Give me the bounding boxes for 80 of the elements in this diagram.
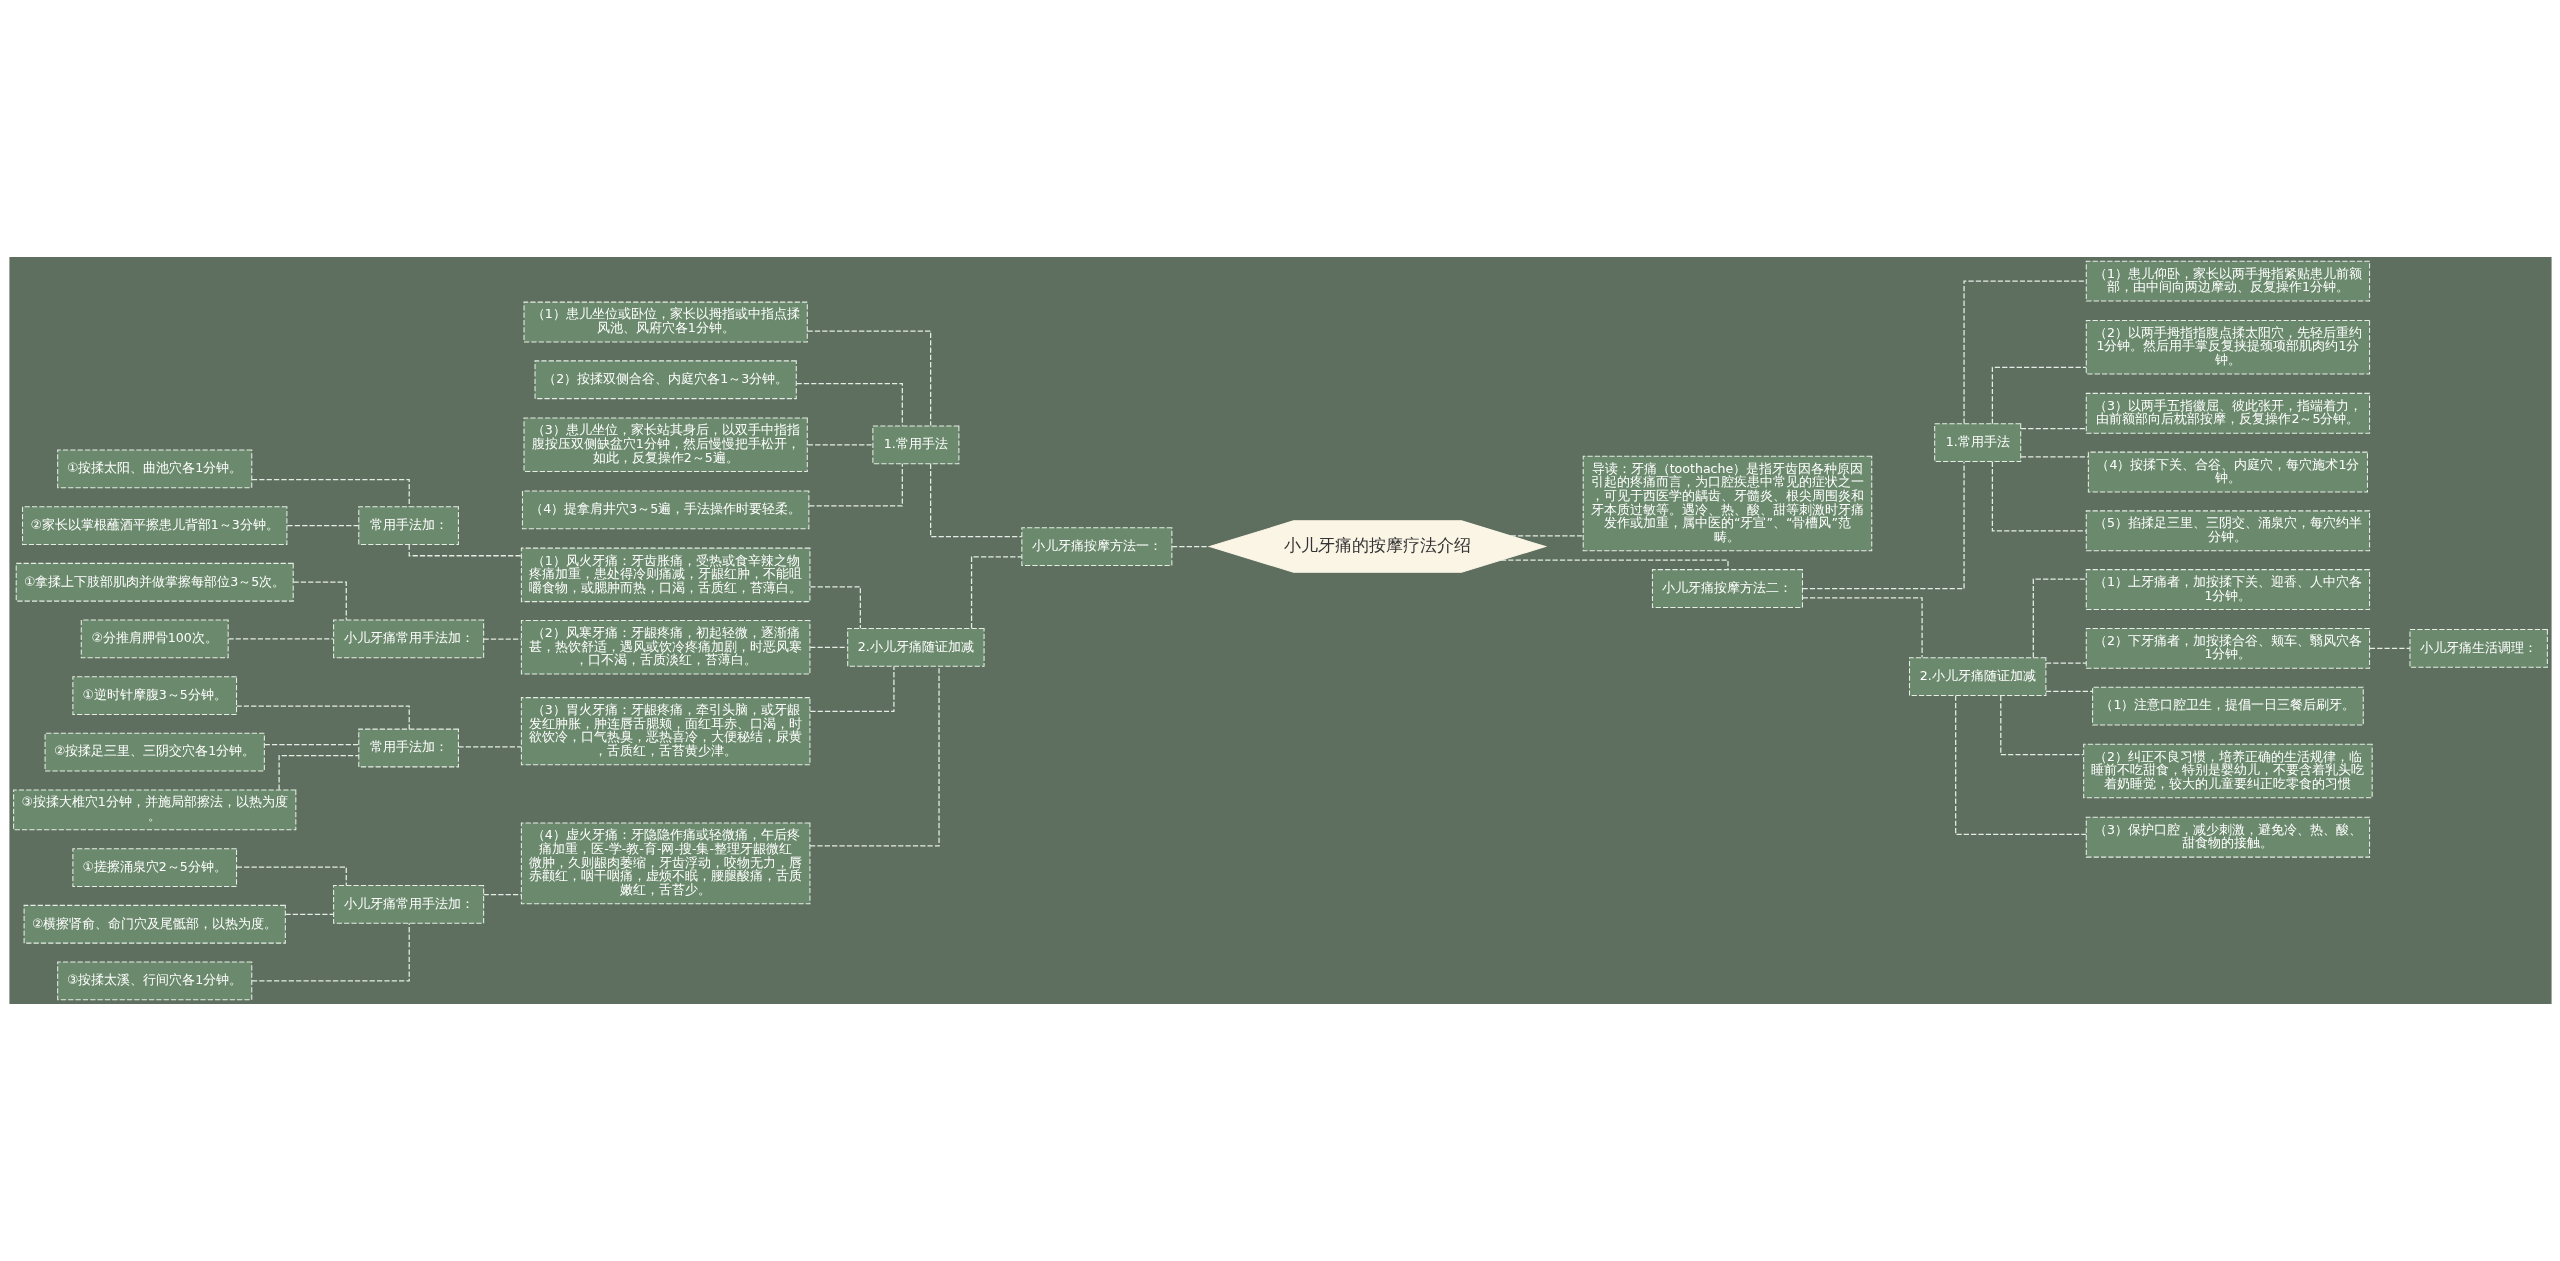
connector (286, 524, 359, 527)
connector (284, 913, 334, 915)
node-box: （2）以两手拇指指腹点揉太阳穴，先轻后重约1分钟。然后用手掌反复挟提颈项部肌肉约1分钟。 (2085, 319, 2370, 375)
node-box: 常用手法加： (357, 728, 459, 768)
connector (235, 866, 347, 886)
connector (809, 586, 861, 629)
node-box: 小儿牙痛常用手法加： (332, 619, 484, 659)
node-box: ①逆时针摩腹3～5分钟。 (71, 676, 237, 715)
node-box: ②横擦肾俞、命门穴及尾骶部，以热为度。 (23, 904, 286, 944)
node-box: （3）保护口腔，减少刺激，避免冷、热、酸、甜食物的接触。 (2085, 816, 2370, 858)
node-box: （4）虚火牙痛：牙隐隐作痛或轻微痛，午后疼痛加重，医-学-教-育-网-搜-集-整理牙龈微红微肿，久则龈肉萎缩，牙齿浮动，咬物无力，唇赤颧红，咽干咽痛，虚烦不眠，腰腿酸痛，舌质嫩红，舌苔少。 (520, 822, 810, 905)
node-box: 小儿牙痛按摩方法一： (1020, 527, 1172, 566)
connector (808, 665, 940, 847)
node-box: （1）患儿坐位或卧位，家长以拇指或中指点揉风池、风府穴各1分钟。 (523, 301, 808, 343)
connector (809, 646, 848, 648)
connector (1801, 461, 1965, 590)
connector (278, 755, 359, 791)
connector (795, 383, 903, 427)
node-box: 1.常用手法 (871, 425, 959, 465)
node-box: ①按揉太阳、曲池穴各1分钟。 (56, 449, 252, 489)
node-box: （4）提拿肩井穴3～5遍，手法操作时要轻柔。 (521, 490, 809, 530)
connector (2019, 456, 2089, 458)
connector (1499, 559, 1729, 571)
node-box: ③按揉大椎穴1分钟，并施局部擦法，以热为度。 (12, 789, 296, 831)
node-box: （2）按揉双侧合谷、内庭穴各1～3分钟。 (534, 360, 797, 400)
node-box: ①拿揉上下肢部肌肉并做掌擦每部位3～5次。 (15, 562, 294, 602)
node-box: ②家长以掌根蘸酒平擦患儿背部1～3分钟。 (21, 506, 287, 545)
connector (1801, 597, 1923, 659)
node-box: （3）以两手五指徽屈、彼此张开，指端着力，由前额部向后枕部按摩，反复操作2～5分钟。 (2085, 392, 2370, 434)
connector (1991, 366, 2087, 425)
node-box: 2.小儿牙痛随证加减 (1908, 657, 2046, 697)
connector (250, 479, 410, 508)
node-box: 常用手法加： (357, 506, 459, 545)
connector (408, 543, 522, 557)
connector (970, 556, 1022, 629)
connector (227, 638, 334, 640)
node-box: （5）掐揉足三里、三阴交、涌泉穴，每穴约半分钟。 (2085, 510, 2370, 552)
connector (2044, 662, 2087, 664)
connector (806, 330, 931, 427)
node-box: ②按揉足三里、三阴交穴各1分钟。 (44, 732, 265, 772)
connector (1962, 280, 2087, 425)
node-box: （2）下牙痛者，加按揉合谷、颊车、翳风穴各1分钟。 (2085, 627, 2370, 669)
connector (457, 746, 522, 748)
connector (292, 581, 347, 621)
connector (235, 705, 410, 730)
connector (482, 894, 522, 896)
node-box: （1）风火牙痛：牙齿胀痛，受热或食辛辣之物疼痛加重，患处得冷则痛减，牙龈红肿，不能咀嚼食物，或腮肿而热，口渴，舌质红，苔薄白。 (520, 547, 810, 603)
connector (482, 638, 522, 640)
node-box: 1.常用手法 (1933, 423, 2021, 463)
connector (2019, 427, 2087, 430)
connector (806, 444, 873, 446)
connector (2032, 578, 2087, 658)
connector (1991, 461, 2087, 532)
connector (2368, 647, 2410, 649)
connector (808, 463, 903, 507)
node-box: 小儿牙痛常用手法加： (332, 884, 484, 924)
node-box: ②分推肩胛骨100次。 (80, 619, 229, 659)
node-box: （1）注意口腔卫生，提倡一日三餐后刷牙。 (2091, 686, 2364, 726)
connector (1170, 545, 1210, 548)
connector (1999, 695, 2084, 756)
connector (2044, 690, 2093, 692)
node-box: （4）按揉下关、合谷、内庭穴，每穴施术1分钟。 (2087, 451, 2368, 493)
node-box: （2）纠正不良习惯，培养正确的生活规律，临睡前不吃甜食，特别是婴幼儿，不要含着乳头吃着奶睡觉，较大的儿童要纠正吃零食的习惯 (2082, 743, 2373, 799)
node-box: （1）患儿仰卧，家长以两手拇指紧贴患儿前额部，由中间向两边摩动、反复操作1分钟。 (2085, 260, 2370, 302)
connector (250, 922, 410, 982)
connector (929, 463, 1022, 538)
connector (1509, 535, 1584, 537)
node-box: （3）胃火牙痛：牙龈疼痛，牵引头脑，或牙龈发红肿胀，肿连唇舌腮颊，面红耳赤、口渴，时欲饮冷，口气热臭，恶热喜冷，大便秘结，尿黄，舌质红，舌苔黄少津。 (520, 697, 810, 766)
node-box: 2.小儿牙痛随证加减 (846, 627, 985, 667)
connector (263, 743, 359, 746)
connector (809, 665, 895, 712)
node-box: 小儿牙痛生活调理： (2408, 628, 2548, 668)
node-box: ③按揉太溪、行间穴各1分钟。 (56, 961, 252, 1001)
node-box: （2）风寒牙痛：牙龈疼痛，初起轻微，逐渐痛甚，热饮舒适，遇风或饮冷疼痛加剧，时恶风寒，口不渴，舌质淡红，苔薄白。 (520, 620, 810, 675)
node-box: ①搓擦涌泉穴2～5分钟。 (71, 848, 237, 887)
node-box: （1）上牙痛者，加按揉下关、迎香、人中穴各1分钟。 (2085, 569, 2370, 611)
node-box: 小儿牙痛按摩方法二： (1651, 569, 1803, 608)
node-box: （3）患儿坐位，家长站其身后，以双手中指指腹按压双侧缺盆穴1分钟，然后慢慢把手松开，如此，反复操作2～5遍。 (523, 417, 808, 473)
connector (1954, 695, 2087, 835)
node-box: 导读：牙痛（toothache）是指牙齿因各种原因引起的疼痛而言，为口腔疾患中常见的症状之一，可见于西医学的龋齿、牙髓炎、根尖周围炎和牙本质过敏等。遇冷、热、酸、甜等刺激时牙痛发作或加重，属中医的“牙宣”、“骨槽风”范畴。 (1582, 455, 1872, 552)
